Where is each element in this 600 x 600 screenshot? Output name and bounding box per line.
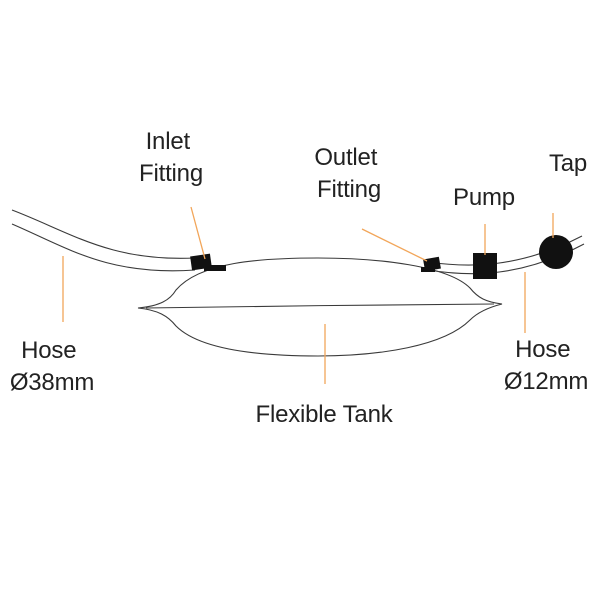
outlet-fitting-collar	[421, 267, 435, 272]
inlet-fitting-collar	[204, 265, 226, 271]
label-tap: Tap	[549, 150, 587, 177]
hose-38mm-upper-edge	[11, 209, 196, 259]
label-outlet-fitting-line2: Fitting	[317, 176, 381, 203]
label-hose-12mm: Hose Ø12mm	[504, 336, 588, 395]
flexible-tank-seam	[145, 303, 495, 309]
label-hose-38mm: Hose Ø38mm	[10, 337, 94, 396]
hose-38mm-lower-edge	[11, 223, 196, 272]
hose-38mm	[11, 209, 196, 272]
labels: Inlet Fitting Outlet Fitting Pump Tap Ho…	[10, 128, 589, 428]
pump-body	[473, 253, 497, 279]
inlet-fitting	[190, 253, 226, 271]
label-hose-12mm-line2: Ø12mm	[504, 368, 588, 395]
leader-inlet-fitting	[190, 206, 206, 260]
label-inlet-fitting-line2: Fitting	[139, 160, 203, 187]
label-hose-38mm-line1: Hose	[21, 337, 76, 364]
outlet-fitting	[421, 256, 441, 272]
label-outlet-fitting: Outlet Fitting	[314, 144, 383, 203]
label-inlet-fitting-line1: Inlet	[146, 128, 191, 155]
leader-lines	[62, 206, 554, 384]
label-flexible-tank: Flexible Tank	[255, 401, 393, 428]
label-outlet-fitting-line1: Outlet	[314, 144, 377, 171]
tap-body	[539, 235, 573, 269]
label-inlet-fitting: Inlet Fitting	[139, 128, 203, 187]
leader-outlet-fitting	[361, 228, 428, 262]
label-hose-12mm-line1: Hose	[515, 336, 570, 363]
label-pump: Pump	[453, 184, 515, 211]
label-hose-38mm-line2: Ø38mm	[10, 369, 94, 396]
